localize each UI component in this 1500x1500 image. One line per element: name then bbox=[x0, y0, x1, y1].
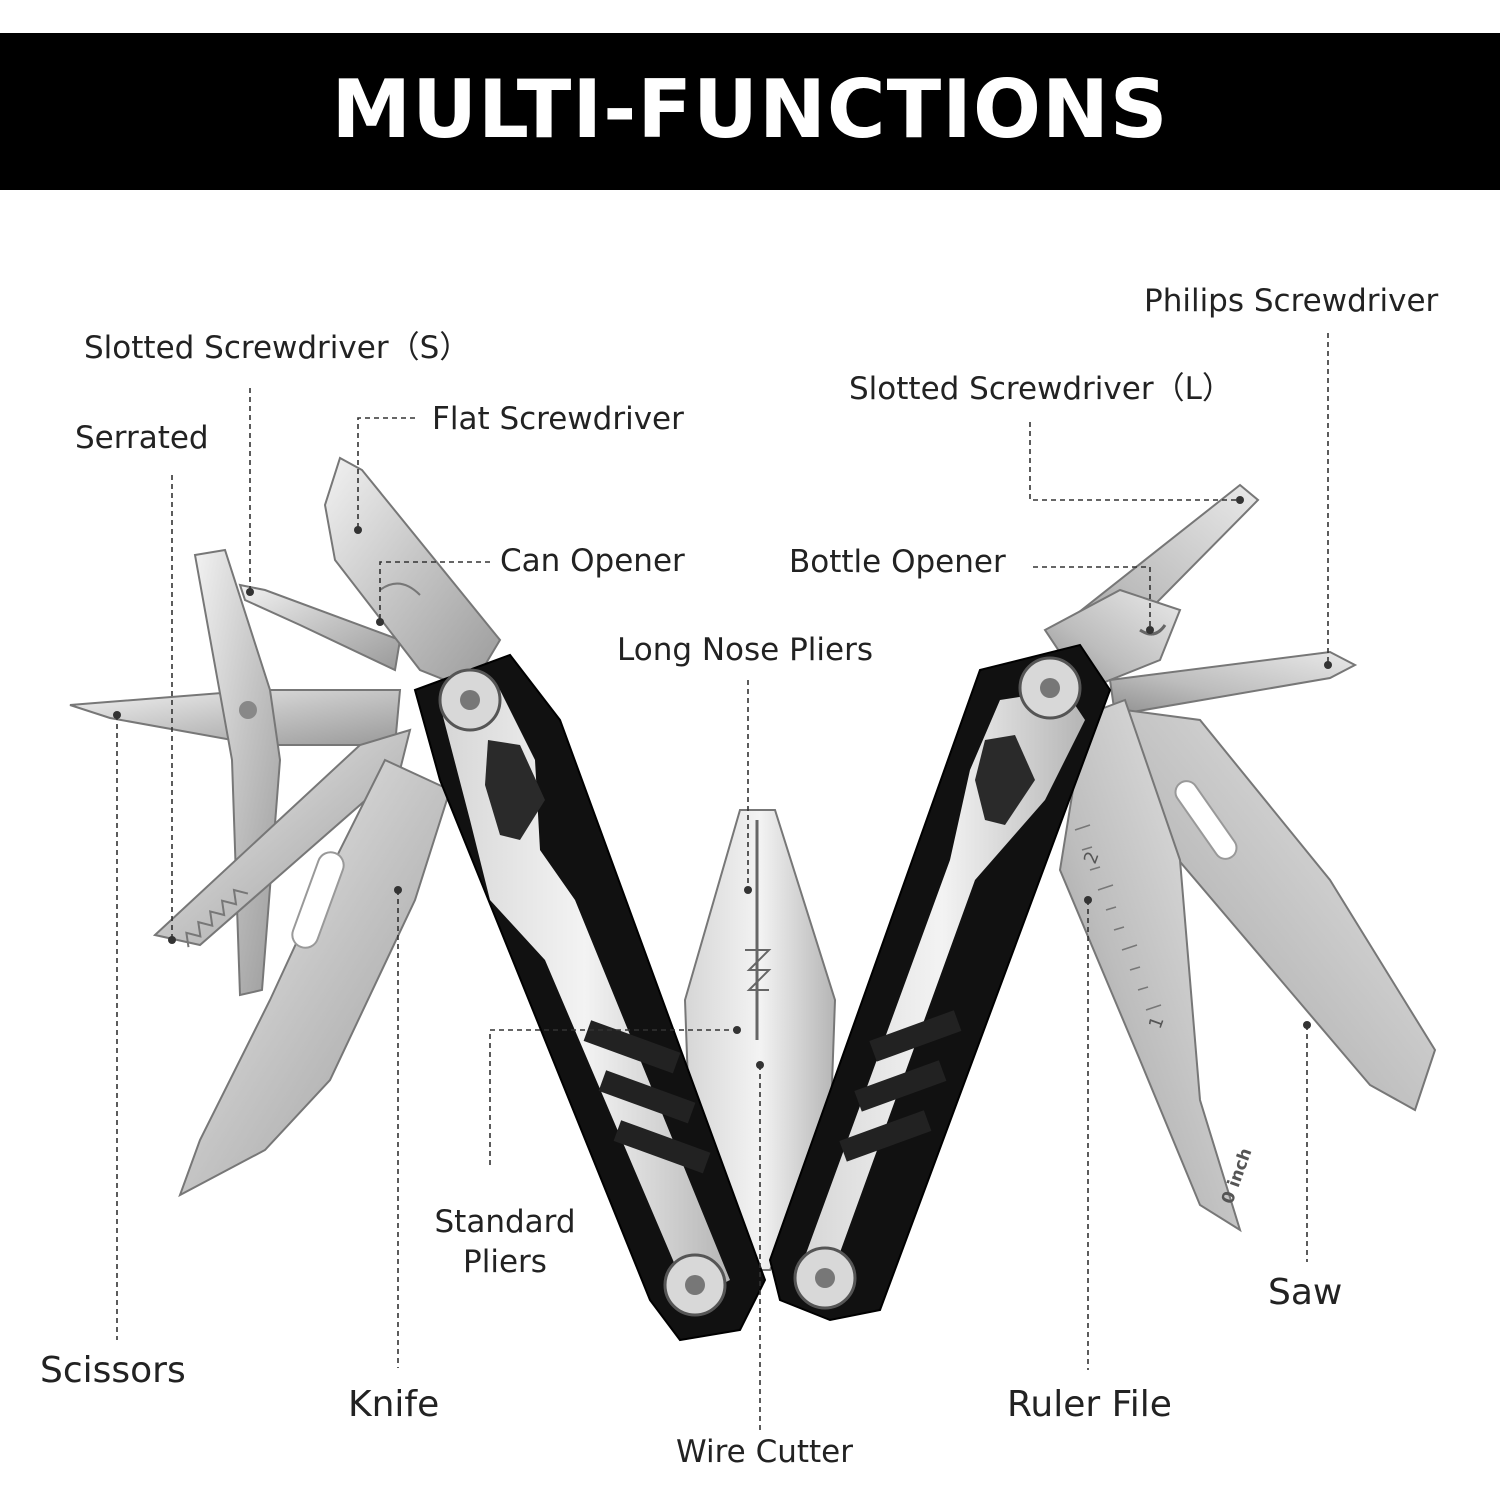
page-title: MULTI-FUNCTIONS bbox=[331, 63, 1169, 156]
flat-screwdriver-blade bbox=[323, 456, 502, 692]
label-slotted-screwdriver-s: Slotted Screwdriver（S） bbox=[84, 330, 471, 366]
label-standard-pliers-line2: Pliers bbox=[463, 1244, 547, 1280]
ruler-file-blade bbox=[1058, 698, 1242, 1233]
label-flat-screwdriver: Flat Screwdriver bbox=[432, 401, 684, 437]
label-standard-pliers-line1: Standard bbox=[434, 1204, 576, 1240]
label-ruler-file: Ruler File bbox=[1007, 1384, 1172, 1425]
label-standard-pliers: Standard Pliers bbox=[430, 1204, 580, 1280]
left-handle bbox=[413, 653, 767, 1342]
label-bottle-opener: Bottle Opener bbox=[789, 544, 1006, 580]
label-serrated: Serrated bbox=[75, 420, 209, 456]
knife-blade bbox=[178, 758, 452, 1198]
label-philips-screwdriver: Philips Screwdriver bbox=[1144, 283, 1439, 319]
label-long-nose-pliers: Long Nose Pliers bbox=[617, 632, 873, 668]
label-knife: Knife bbox=[348, 1384, 440, 1425]
label-can-opener: Can Opener bbox=[500, 543, 685, 579]
label-wire-cutter: Wire Cutter bbox=[676, 1434, 853, 1470]
plier-jaws bbox=[683, 809, 837, 1271]
serrated-blade bbox=[152, 728, 412, 948]
title-banner bbox=[0, 33, 1500, 190]
label-slotted-screwdriver-l: Slotted Screwdriver（L） bbox=[849, 371, 1233, 407]
label-scissors: Scissors bbox=[40, 1350, 186, 1391]
right-handle bbox=[768, 643, 1112, 1322]
label-saw: Saw bbox=[1268, 1272, 1343, 1313]
slotted-screwdriver-small bbox=[238, 583, 402, 672]
leader-lines bbox=[113, 333, 1332, 1432]
